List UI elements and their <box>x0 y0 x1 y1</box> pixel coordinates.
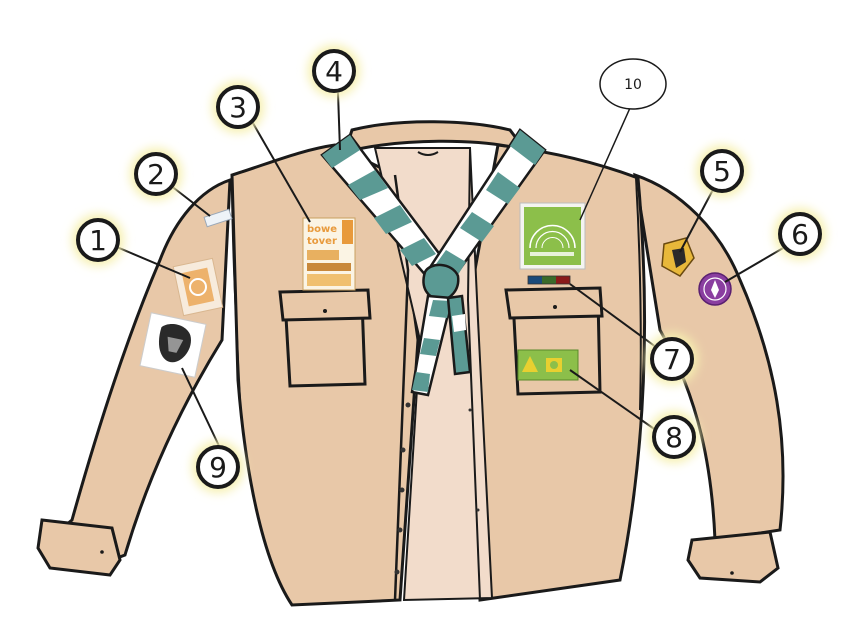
pocket-badge <box>517 349 579 381</box>
marker-2: 2 <box>130 148 182 200</box>
marker-label-6: 6 <box>791 218 809 251</box>
totem-badge: bowe tover <box>302 217 356 291</box>
ribbon-bar <box>527 275 571 285</box>
lion-badge <box>139 312 207 378</box>
buttons <box>394 402 480 575</box>
leader-lines <box>111 92 791 449</box>
totem-badge-line1: bowe <box>307 224 337 235</box>
world-badge <box>698 272 732 306</box>
left-cuff <box>36 518 122 577</box>
anniversary-badge <box>519 202 586 270</box>
marker-1: 1 <box>72 214 124 266</box>
marker-5: 5 <box>696 145 748 197</box>
marker-6: 6 <box>774 208 826 260</box>
number-markers: 1 2 3 4 5 6 7 8 9 10 <box>72 45 826 493</box>
marker-label-9: 9 <box>209 451 227 484</box>
marker-label-1: 1 <box>89 224 107 257</box>
marker-label-7: 7 <box>663 343 681 376</box>
scarf <box>320 128 547 397</box>
right-cuff <box>686 530 780 584</box>
marker-4: 4 <box>308 45 360 97</box>
marker-label-8: 8 <box>665 421 683 454</box>
marker-label-5: 5 <box>713 155 731 188</box>
marker-10: 10 <box>599 58 667 110</box>
left-pocket <box>278 288 372 388</box>
marker-7: 7 <box>646 333 698 385</box>
marker-label-2: 2 <box>147 158 165 191</box>
marker-label-4: 4 <box>325 55 343 88</box>
marker-label-10: 10 <box>624 77 642 93</box>
sleeve-seam-patch <box>203 208 233 228</box>
totem-badge-line2: tover <box>307 236 337 247</box>
marker-label-3: 3 <box>229 91 247 124</box>
marker-8: 8 <box>648 411 700 463</box>
marker-9: 9 <box>192 441 244 493</box>
region-shield-badge <box>661 237 695 277</box>
marker-3: 3 <box>212 81 264 133</box>
